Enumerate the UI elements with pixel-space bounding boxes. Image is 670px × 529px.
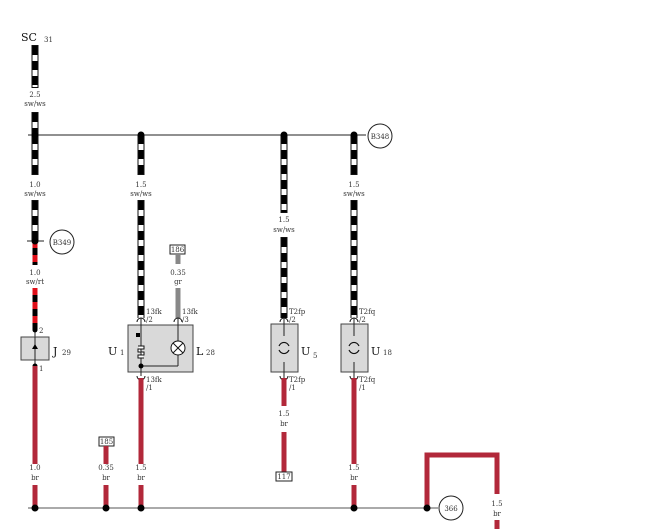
wire-color-label: br: [137, 474, 145, 482]
tag-185[interactable]: 185: [98, 436, 115, 447]
ref-366[interactable]: 366: [438, 495, 464, 521]
pin-label: /1: [146, 384, 153, 392]
pin-label: /3: [182, 316, 189, 324]
component-sub: 29: [62, 349, 71, 357]
pin-label: /2: [146, 316, 153, 324]
tag-117[interactable]: 117: [275, 471, 293, 482]
pin-label: /1: [289, 384, 296, 392]
tag-label: 185: [100, 438, 113, 446]
wire-size-label: 0.35: [98, 464, 114, 472]
component-u1-l28[interactable]: 13fk /2 13fk /3 13fk /1 U 1 L 28: [108, 308, 215, 392]
wire-color-label: br: [350, 474, 358, 482]
wire-size-label: 1.5: [348, 181, 359, 189]
title-sub: 31: [44, 36, 53, 44]
wire-color-label: sw/ws: [343, 190, 365, 198]
component-name: U: [108, 345, 117, 358]
wire-w13: 1.5 br: [424, 452, 503, 529]
splice-nodes: [31, 131, 431, 512]
lamp-icon: [170, 340, 186, 356]
pin-connector-label: T2fq: [359, 376, 376, 384]
pin-label: 2: [39, 327, 43, 335]
wire-color-label: sw/ws: [24, 100, 46, 108]
component-j29[interactable]: 2 1 J 29: [20, 327, 71, 373]
tag-label: 186: [171, 246, 185, 254]
pin-label: /1: [359, 384, 366, 392]
wire-size-label: 1.0: [29, 269, 40, 277]
wire-w7: 1.5 br: [135, 378, 147, 508]
wire-size-label: 1.0: [29, 181, 40, 189]
pin-connector-label: T2fq: [359, 308, 376, 316]
wire-color-label: gr: [174, 278, 182, 286]
diode-arrow-icon: [32, 344, 38, 349]
wire-w9: 1.5 sw/ws: [273, 135, 295, 318]
wire-w5: 1.5 sw/ws: [130, 135, 152, 318]
component-name: L: [196, 345, 204, 358]
ref-b349-label: B349: [53, 239, 72, 247]
pin-connector-label: T2fp: [289, 376, 306, 384]
wire-color-label: br: [102, 474, 110, 482]
wire-color-label: sw/ws: [130, 190, 152, 198]
component-name: U: [371, 345, 380, 358]
pin-connector-label: 13fk: [146, 308, 162, 316]
wire-size-label: 1.5: [348, 464, 359, 472]
wire-color-label: br: [280, 420, 288, 428]
ref-b349[interactable]: B349: [49, 229, 75, 255]
wire-size-label: 1.5: [135, 181, 146, 189]
pin-connector-label: 13fk: [146, 376, 162, 384]
pin-label: /2: [289, 316, 296, 324]
tag-186[interactable]: 186: [169, 244, 186, 255]
wire-color-label: sw/rt: [26, 278, 44, 286]
wire-w12: 1.5 br: [348, 378, 360, 508]
pin-connector-label: 13fk: [182, 308, 198, 316]
component-sub: 5: [313, 352, 317, 360]
pin-label: 1: [39, 365, 43, 373]
component-sub: 28: [206, 349, 215, 357]
wire-w3: 1.0 sw/rt: [26, 241, 44, 330]
wire-w10: 1.5 br: [278, 378, 290, 472]
bulb-icon: [348, 341, 360, 355]
ref-b348-label: B348: [371, 133, 390, 141]
component-u5[interactable]: T2fp /2 T2fp /1 U 5: [270, 308, 317, 392]
wire-size-label: 2.5: [29, 91, 40, 99]
wire-w6: 0.35 gr: [170, 254, 186, 318]
wire-size-label: 1.5: [491, 500, 502, 508]
pin-connector-label: T2fp: [289, 308, 306, 316]
wire-color-label: br: [493, 510, 501, 518]
wire-color-label: sw/ws: [24, 190, 46, 198]
wire-color-label: sw/ws: [273, 226, 295, 234]
wire-size-label: 1.5: [135, 464, 146, 472]
wire-w1: 2.5 sw/ws: [24, 45, 46, 135]
switch-icon: [136, 333, 140, 337]
component-sub: 1: [120, 349, 124, 357]
ref-366-label: 366: [444, 505, 458, 513]
wire-w11: 1.5 sw/ws: [343, 135, 365, 318]
wire-size-label: 1.5: [278, 410, 289, 418]
pin-label: /2: [359, 316, 366, 324]
wire-w8: 0.35 br: [98, 446, 114, 508]
tag-label: 117: [277, 473, 290, 481]
component-name: J: [52, 345, 57, 358]
component-sub: 18: [383, 349, 392, 357]
wire-size-label: 1.5: [278, 216, 289, 224]
component-name: U: [301, 345, 310, 358]
heater-element-icon: [137, 345, 145, 359]
wire-w4: 1.0 br: [29, 366, 41, 508]
ref-b348[interactable]: B348: [367, 123, 393, 149]
component-u18[interactable]: T2fq /2 T2fq /1 U 18: [340, 308, 392, 392]
title-label: SC: [21, 31, 37, 44]
wire-color-label: br: [31, 474, 39, 482]
wire-w2: 1.0 sw/ws: [24, 135, 46, 241]
wire-size-label: 0.35: [170, 269, 186, 277]
wire-size-label: 1.0: [29, 464, 40, 472]
bulb-icon: [278, 341, 290, 355]
